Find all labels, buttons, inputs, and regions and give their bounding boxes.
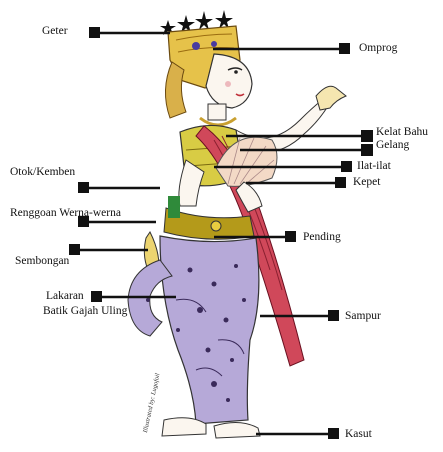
label-kasut: Kasut xyxy=(345,428,372,441)
marker-lakaran xyxy=(91,291,102,302)
marker-kasut xyxy=(328,428,339,439)
label-kelat-bahu: Kelat Bahu xyxy=(376,126,428,139)
label-gelang: Gelang xyxy=(376,139,409,152)
marker-otok-kemben xyxy=(78,182,89,193)
label-batik-gajah-uling: Batik Gajah Uling xyxy=(43,305,127,318)
marker-omprog xyxy=(339,43,350,54)
label-omprog: Omprog xyxy=(359,42,397,55)
marker-pending xyxy=(285,231,296,242)
label-geter: Geter xyxy=(42,25,68,38)
label-otok-kemben: Otok/Kemben xyxy=(10,166,75,179)
label-renggoan: Renggoan Werna-werna xyxy=(10,207,121,220)
marker-sampur xyxy=(328,310,339,321)
label-ilat-ilat: Ilat-ilat xyxy=(357,160,391,173)
marker-ilat-ilat xyxy=(341,161,352,172)
marker-kepet xyxy=(335,177,346,188)
marker-sembongan xyxy=(69,244,80,255)
marker-gelang xyxy=(361,144,373,156)
marker-geter xyxy=(89,27,100,38)
marker-kelat-bahu xyxy=(361,130,373,142)
label-sembongan: Sembongan xyxy=(15,255,69,268)
label-kepet: Kepet xyxy=(353,176,380,189)
label-pending: Pending xyxy=(303,231,341,244)
label-lakaran: Lakaran xyxy=(46,290,84,303)
label-sampur: Sampur xyxy=(345,310,381,323)
